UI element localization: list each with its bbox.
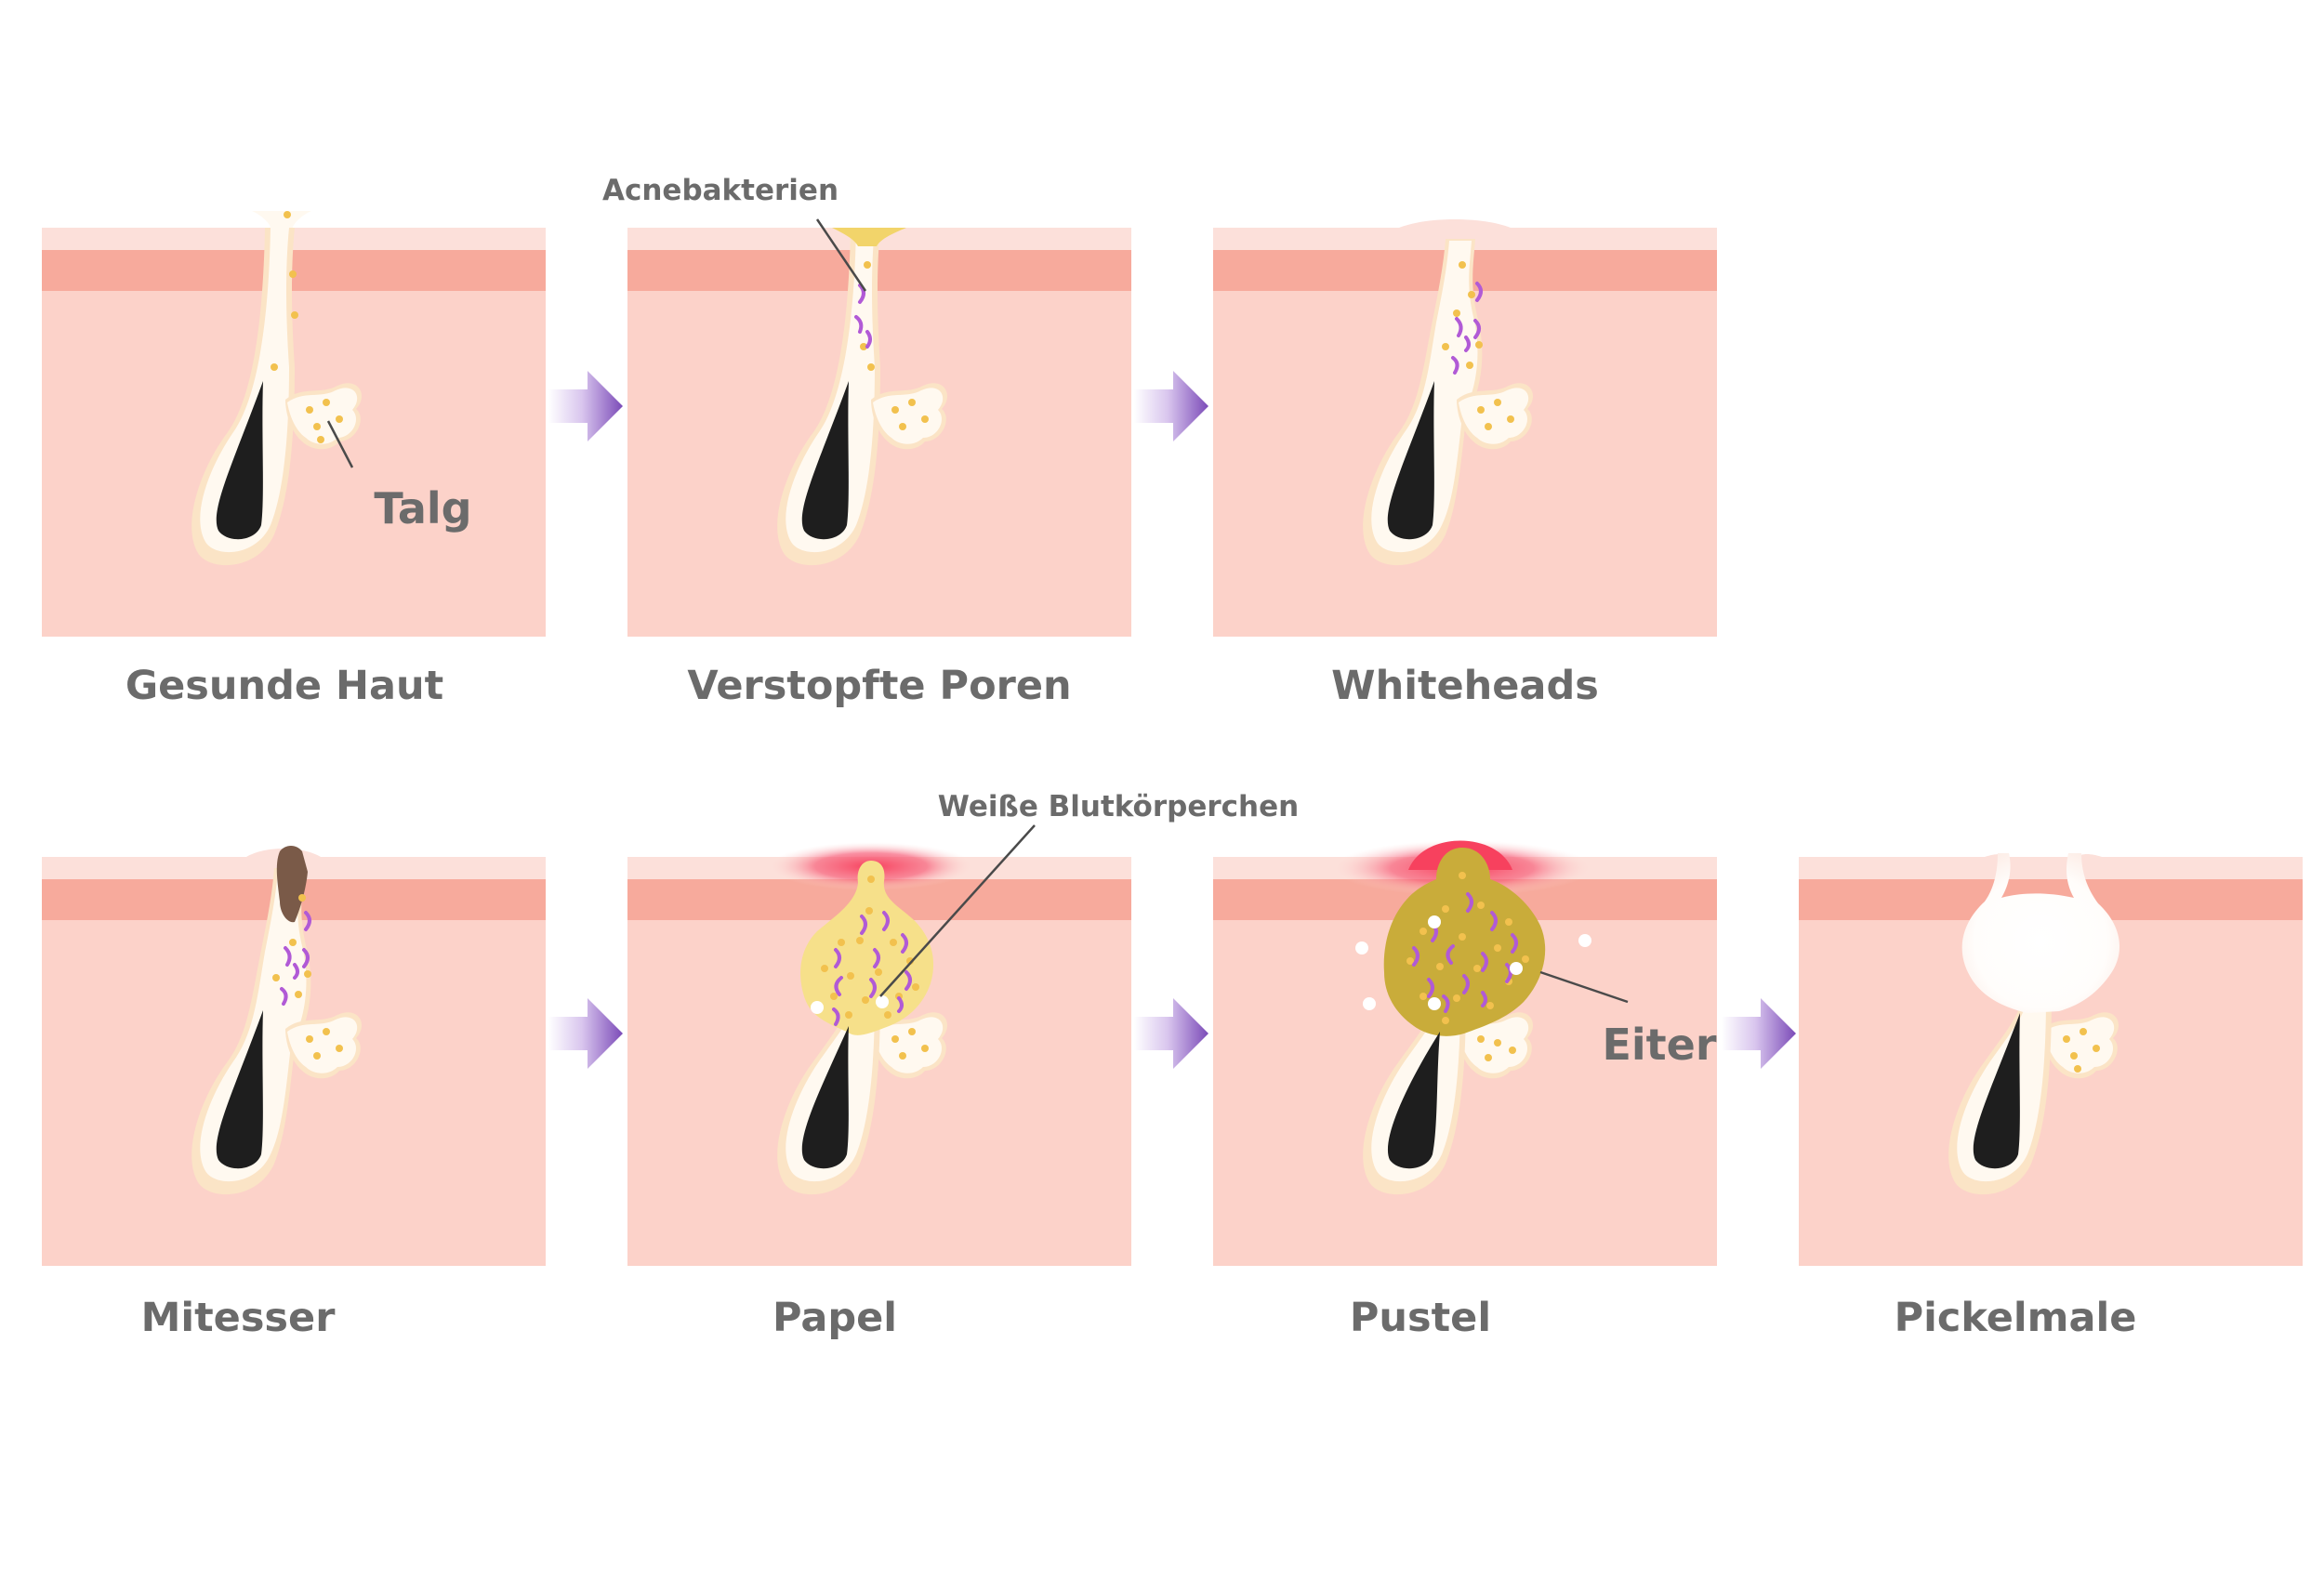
acne-bacteria — [854, 283, 872, 349]
arrow-1 — [548, 371, 623, 441]
sebum-dots — [1442, 261, 1514, 430]
skin-block — [627, 857, 1131, 1266]
hair-follicle — [777, 228, 948, 566]
caption-pickelmale: Pickelmale — [1895, 1295, 2137, 1341]
scar-cavity — [1961, 853, 2120, 1013]
white-blood-cells — [811, 995, 889, 1014]
callout-weisse-blutkoerperchen-label: Weiße Blutkörperchen — [938, 790, 1299, 823]
acne-bacteria — [1451, 282, 1483, 375]
arrow-2 — [1134, 371, 1208, 441]
sebum-dots — [860, 261, 929, 430]
callout-weisse-blutkoerperchen: Weiße Blutkörperchen — [879, 790, 1299, 997]
arrow-5 — [1722, 998, 1796, 1069]
sebum-dots — [272, 894, 343, 1060]
acne-bacteria — [832, 911, 912, 1026]
pus-sac — [1383, 848, 1546, 1036]
sebum-dots — [271, 211, 343, 443]
callout-talg: Talg — [326, 420, 472, 533]
callout-acnebakterien: Acnebakterien — [602, 174, 867, 292]
panel-pustel: Eiter — [1213, 840, 1717, 1266]
panel-gesunde-haut: Talg — [42, 211, 546, 637]
arrow-3 — [548, 998, 623, 1069]
callout-eiter-label: Eiter — [1602, 1020, 1716, 1070]
panel-verstopfte-poren: Acnebakterien — [602, 174, 1131, 637]
hair-follicle — [1363, 239, 1534, 566]
callout-talg-label: Talg — [374, 483, 471, 533]
blackhead-plug — [276, 846, 308, 923]
skin-block — [1799, 854, 2303, 1266]
caption-verstopfte-poren: Verstopfte Poren — [687, 663, 1071, 709]
hair — [1973, 1013, 2020, 1169]
hair-follicle — [191, 868, 363, 1195]
papule — [800, 861, 934, 1035]
caption-gesunde-haut: Gesunde Haut — [125, 663, 443, 709]
caption-whiteheads: Whiteheads — [1331, 663, 1599, 709]
panel-pickelmale — [1799, 853, 2303, 1266]
hair — [801, 1026, 849, 1169]
skin-block — [627, 228, 1131, 637]
panel-papel: Weiße Blutkörperchen — [627, 790, 1299, 1266]
callout-eiter: Eiter — [1539, 970, 1717, 1070]
caption-pustel: Pustel — [1350, 1295, 1491, 1341]
panel-mitesser — [42, 846, 546, 1266]
acne-bacteria — [280, 911, 311, 1006]
panel-whiteheads — [1213, 219, 1717, 637]
sebum-dots — [1406, 872, 1529, 1061]
white-blood-cells — [1355, 915, 1591, 1010]
caption-papel: Papel — [772, 1295, 897, 1341]
hair — [1387, 1032, 1440, 1169]
caption-mitesser: Mitesser — [141, 1295, 337, 1341]
arrow-4 — [1134, 998, 1208, 1069]
sebum-plug — [832, 228, 906, 246]
skin-block — [42, 228, 546, 637]
hair-follicle — [191, 211, 363, 566]
callout-acnebakterien-label: Acnebakterien — [602, 174, 838, 207]
sebum-dots — [2063, 1028, 2100, 1073]
